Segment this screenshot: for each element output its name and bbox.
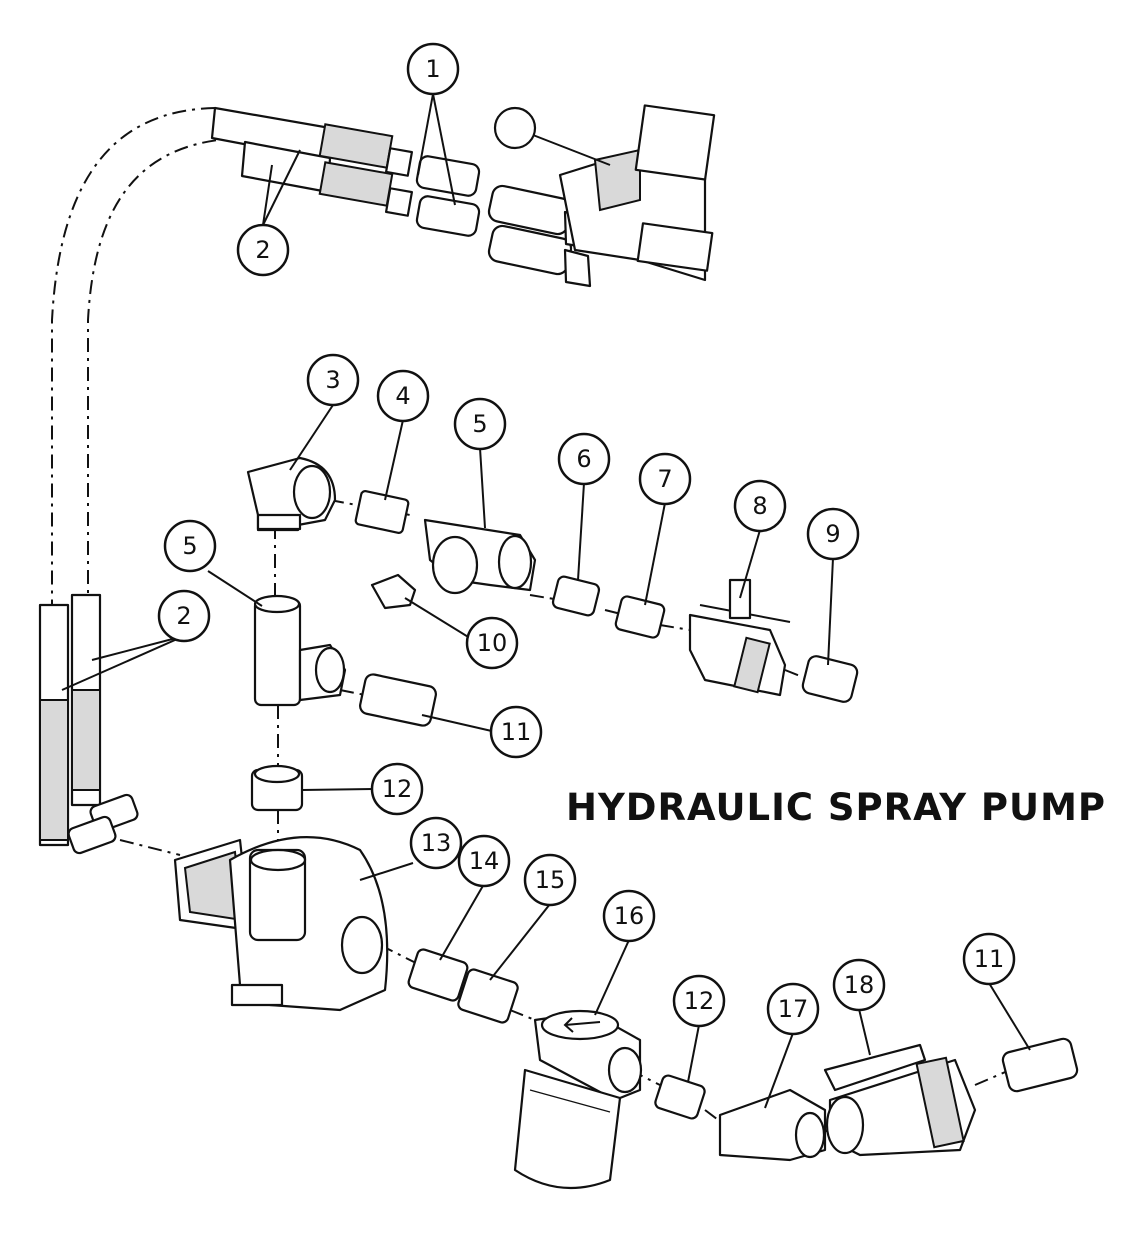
callout-12: 12 (370, 762, 424, 816)
callout-label: 4 (395, 382, 410, 410)
callout-label: 12 (684, 987, 715, 1015)
pump-outlet-tee (250, 594, 437, 812)
diagram-title: HYDRAULIC SPRAY PUMP (566, 786, 1107, 829)
callout-13: 13 (409, 816, 463, 870)
control-valve-assembly (210, 104, 716, 288)
callout-label: 11 (501, 718, 532, 746)
callout-4: 4 (376, 369, 430, 423)
callout-label: 15 (535, 866, 566, 894)
callout-label: 7 (657, 465, 672, 493)
callout-leaders (61, 93, 1031, 1109)
callout-label: 5 (472, 410, 487, 438)
callout-label: 2 (255, 236, 270, 264)
upper-tee-assembly (246, 456, 537, 610)
centrifugal-pump (173, 836, 389, 1012)
suction-line-assembly (407, 948, 1079, 1190)
callout-1: 1 (406, 42, 460, 96)
callout-label: 14 (469, 847, 500, 875)
callout-label: 10 (477, 629, 508, 657)
callout-2: 2 (157, 589, 211, 643)
callout-5: 5 (453, 397, 507, 451)
callout-11: 11 (962, 932, 1016, 986)
callout-17: 17 (766, 982, 820, 1036)
callout-9: 9 (806, 507, 860, 561)
callout-11: 11 (489, 705, 543, 759)
callout-label: 13 (421, 829, 452, 857)
callout-3: 3 (306, 353, 360, 407)
pump-drive-hoses (38, 593, 139, 855)
callout-label: 3 (325, 366, 340, 394)
discharge-line-assembly (551, 575, 859, 703)
callout-8: 8 (733, 479, 787, 533)
callout-label: 1 (425, 55, 440, 83)
callouts: 1 2 2 3 4 5 5 6 7 8 9 10 11 11 12 12 13 … (157, 42, 1016, 1036)
callout-12: 12 (672, 974, 726, 1028)
callout-2: 2 (236, 223, 290, 277)
callout-label: 18 (844, 971, 875, 999)
callout-7: 7 (638, 452, 692, 506)
callout-14: 14 (457, 834, 511, 888)
callout-15: 15 (523, 853, 577, 907)
callout-label: 17 (778, 995, 809, 1023)
callout-18: 18 (832, 958, 886, 1012)
callout-5: 5 (163, 519, 217, 573)
callout-6: 6 (557, 432, 611, 486)
callout-label: 16 (614, 902, 645, 930)
callout-label: 11 (974, 945, 1005, 973)
callout-16: 16 (602, 889, 656, 943)
callout-label: 5 (182, 532, 197, 560)
callout-10: 10 (465, 616, 519, 670)
callout-label: 12 (382, 775, 413, 803)
callout-label: 6 (576, 445, 591, 473)
callout-label: 8 (752, 492, 767, 520)
callout-label: 2 (176, 602, 191, 630)
callout-label: 9 (825, 520, 840, 548)
